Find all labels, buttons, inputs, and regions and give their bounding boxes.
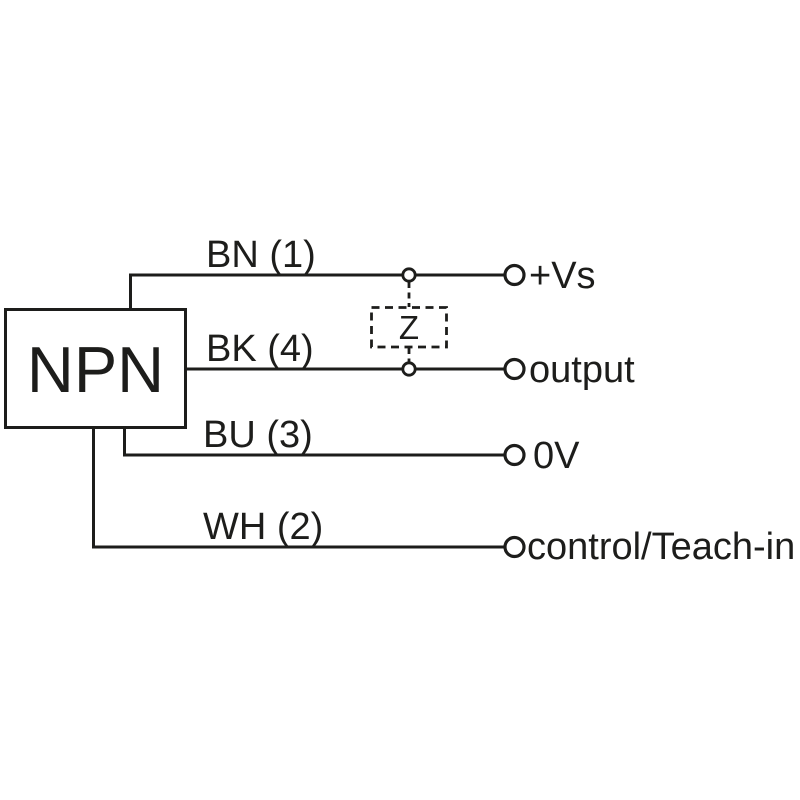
- wire-label-bk: BK (4): [206, 328, 314, 370]
- terminal-label-vs: +Vs: [529, 255, 596, 297]
- junction-node-bk: [401, 361, 417, 377]
- diagram-labels: NPN Z BN (1) BK (4) BU (3) WH (2) +Vs ou…: [27, 234, 795, 568]
- diagram-shapes: [4, 263, 526, 559]
- wire-bu: [123, 427, 514, 457]
- terminal-label-0v: 0V: [533, 435, 580, 477]
- terminal-node-output: [503, 357, 526, 381]
- terminal-label-output: output: [529, 349, 635, 391]
- device-label: NPN: [27, 333, 164, 406]
- terminal-node-0v: [503, 443, 526, 467]
- wire-bn: [129, 273, 514, 310]
- wire-label-bn: BN (1): [206, 234, 316, 276]
- terminal-label-control: control/Teach-in: [527, 526, 795, 568]
- terminal-node-control: [503, 535, 526, 559]
- terminal-node-vs: [503, 263, 526, 287]
- wire-label-wh: WH (2): [203, 506, 323, 548]
- impedance-box: [370, 306, 448, 349]
- junction-node-bn: [401, 267, 417, 283]
- wire-wh: [92, 427, 514, 549]
- impedance-label: Z: [399, 309, 419, 346]
- wire-label-bu: BU (3): [203, 414, 313, 456]
- device-box: [4, 308, 187, 429]
